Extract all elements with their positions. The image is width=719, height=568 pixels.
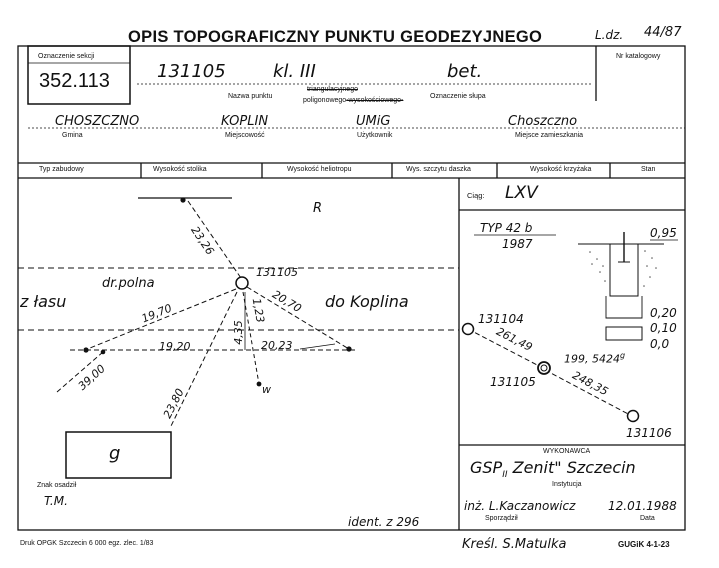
r-mark: R xyxy=(313,201,323,216)
building-label: g xyxy=(109,443,121,464)
uzytkownik-label: Użytkownik xyxy=(357,132,393,139)
ciag-label: Ciąg: xyxy=(467,191,485,200)
contractor-label: WYKONAWCA xyxy=(543,448,591,455)
traverse-p1: 131104 xyxy=(478,312,524,326)
traverse-point-131105 xyxy=(537,361,551,375)
pillar-type: bet. xyxy=(447,61,483,82)
dim-0-0: 0,0 xyxy=(650,337,670,351)
miejscowosc-label: Miejscowość xyxy=(225,132,265,139)
w-mark: w xyxy=(262,383,271,396)
col-wys-heliotropu: Wysokość heliotropu xyxy=(287,166,352,173)
col-typ-zabudowy: Typ zabudowy xyxy=(39,166,84,173)
author-date: 12.01.1988 xyxy=(608,499,677,513)
sign-value: T.M. xyxy=(44,494,68,508)
form-frame xyxy=(17,45,686,531)
sign-label: Znak osadził xyxy=(37,482,77,489)
author-name: inż. L.Kaczanowicz xyxy=(464,499,576,513)
col-stan: Stan xyxy=(641,166,656,173)
gmina-value: CHOSZCZNO xyxy=(55,114,140,129)
pillar-label: Oznaczenie słupa xyxy=(430,93,486,100)
author-label: Sporządził xyxy=(485,515,518,522)
dim-0-10: 0,10 xyxy=(650,321,677,335)
form-number: GUGiK 4-1-23 xyxy=(618,540,670,549)
miejsce-label: Miejsce zamieszkania xyxy=(515,132,584,139)
ident-label: ident. z 296 xyxy=(348,515,420,529)
drafter: Kreśl. S.Matulka xyxy=(462,537,567,552)
traverse-point-131104 xyxy=(461,322,475,336)
point-type-struck: triangulacyjnego xyxy=(307,86,358,93)
point-number: 131105 xyxy=(157,61,226,82)
col-wys-stolika: Wysokość stolika xyxy=(153,166,207,173)
left-direction: z łasu xyxy=(20,292,67,311)
sketch-point-label: 131105 xyxy=(256,266,298,279)
catalog-label: Nr katalogowy xyxy=(616,53,661,60)
traverse-angle: 199, 5424g xyxy=(564,351,626,366)
section-box xyxy=(27,45,131,105)
dist-20-23: 20,23 xyxy=(261,339,293,352)
section-label: Oznaczenie sekcji xyxy=(38,53,95,60)
print-info: Druk OPGK Szczecin 6 000 egz. zlec. 1/83 xyxy=(20,540,154,547)
point-name-label: Nazwa punktu xyxy=(228,93,273,100)
traverse-p2: 131105 xyxy=(490,375,536,389)
institution-label: Instytucja xyxy=(552,481,582,488)
depth-top: 0,95 xyxy=(650,226,677,240)
miejscowosc-value: KOPLIN xyxy=(221,114,269,129)
ldz-value: 44/87 xyxy=(644,25,682,40)
date-label: Data xyxy=(640,515,655,522)
traverse-p3: 131106 xyxy=(626,426,672,440)
ciag-value: LXV xyxy=(505,183,538,203)
document-title: OPIS TOPOGRAFICZNY PUNKTU GEODEZYJNEGO xyxy=(128,28,543,46)
dim-0-20: 0,20 xyxy=(650,306,677,320)
gmina-label: Gmina xyxy=(62,132,83,139)
point-type-line2: poligonowego-wysokościowego- xyxy=(303,97,404,104)
dist-19-20: 19,20 xyxy=(159,340,191,353)
traverse-point-131106 xyxy=(626,409,640,423)
point-marker-131105 xyxy=(235,276,249,290)
monument-section xyxy=(578,232,664,341)
col-wys-daszka: Wys. szczytu daszka xyxy=(406,166,471,173)
dist-4-35: 4,35 xyxy=(231,320,245,345)
uzytkownik-value: UMiG xyxy=(356,114,391,129)
right-direction: do Koplina xyxy=(325,292,409,311)
col-wys-krzyzaka: Wysokość krzyżaka xyxy=(530,166,592,173)
monument-type: TYP 42 b xyxy=(480,221,533,235)
section-value: 352.113 xyxy=(39,70,110,92)
ldz-label: L.dz. xyxy=(595,28,624,42)
point-class: kl. III xyxy=(273,61,316,82)
monument-year: 1987 xyxy=(502,237,533,251)
contractor-name: GSPII Zenit" Szczecin xyxy=(470,458,636,481)
road-label: dr.polna xyxy=(102,276,155,291)
miejsce-value: Choszczno xyxy=(508,114,578,129)
building-box xyxy=(65,431,172,479)
